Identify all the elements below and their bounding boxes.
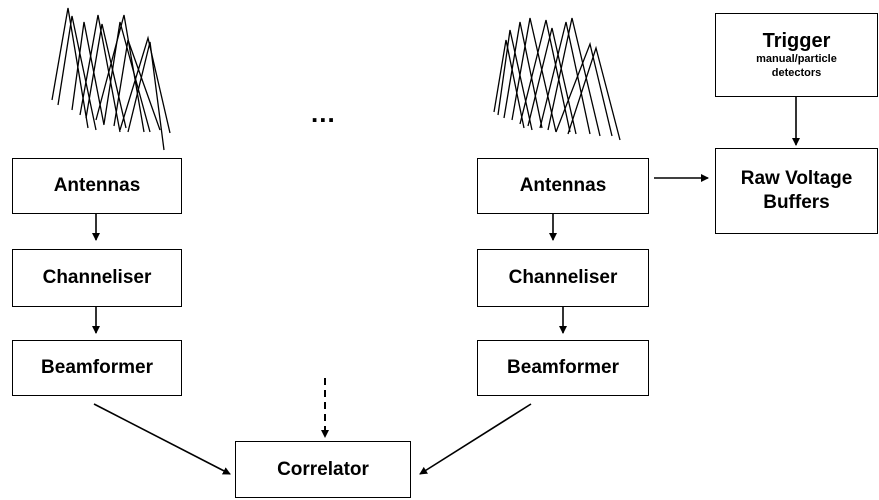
right-beamformer-box: Beamformer: [477, 340, 649, 396]
arrow-left-beamformer-to-correlator: [93, 403, 231, 475]
left-beamformer-label: Beamformer: [41, 357, 153, 378]
left-antennas-box: Antennas: [12, 158, 182, 214]
trigger-box: Trigger manual/particle detectors: [715, 13, 878, 97]
right-antennas-label: Antennas: [519, 175, 607, 196]
right-channeliser-label: Channeliser: [508, 267, 618, 288]
left-channeliser-label: Channeliser: [42, 267, 152, 288]
correlator-box: Correlator: [235, 441, 411, 498]
trigger-subtitle-line1: manual/particle: [756, 53, 837, 65]
antenna-array-icon-right: [493, 17, 621, 141]
raw-voltage-line1: Raw Voltage: [740, 168, 853, 189]
right-beamformer-label: Beamformer: [507, 357, 619, 378]
raw-voltage-line2: Buffers: [763, 192, 830, 213]
trigger-subtitle-line2: detectors: [771, 67, 822, 79]
left-antennas-label: Antennas: [53, 175, 141, 196]
trigger-title: Trigger: [762, 30, 831, 52]
right-channeliser-box: Channeliser: [477, 249, 649, 307]
correlator-label: Correlator: [277, 458, 369, 480]
right-antennas-box: Antennas: [477, 158, 649, 214]
arrow-right-beamformer-to-correlator: [419, 403, 532, 475]
left-beamformer-box: Beamformer: [12, 340, 182, 396]
raw-voltage-buffers-box: Raw Voltage Buffers: [715, 148, 878, 234]
ellipsis-more-chains: ...: [311, 98, 336, 128]
left-channeliser-box: Channeliser: [12, 249, 182, 307]
antenna-array-icon-left: [51, 7, 171, 151]
